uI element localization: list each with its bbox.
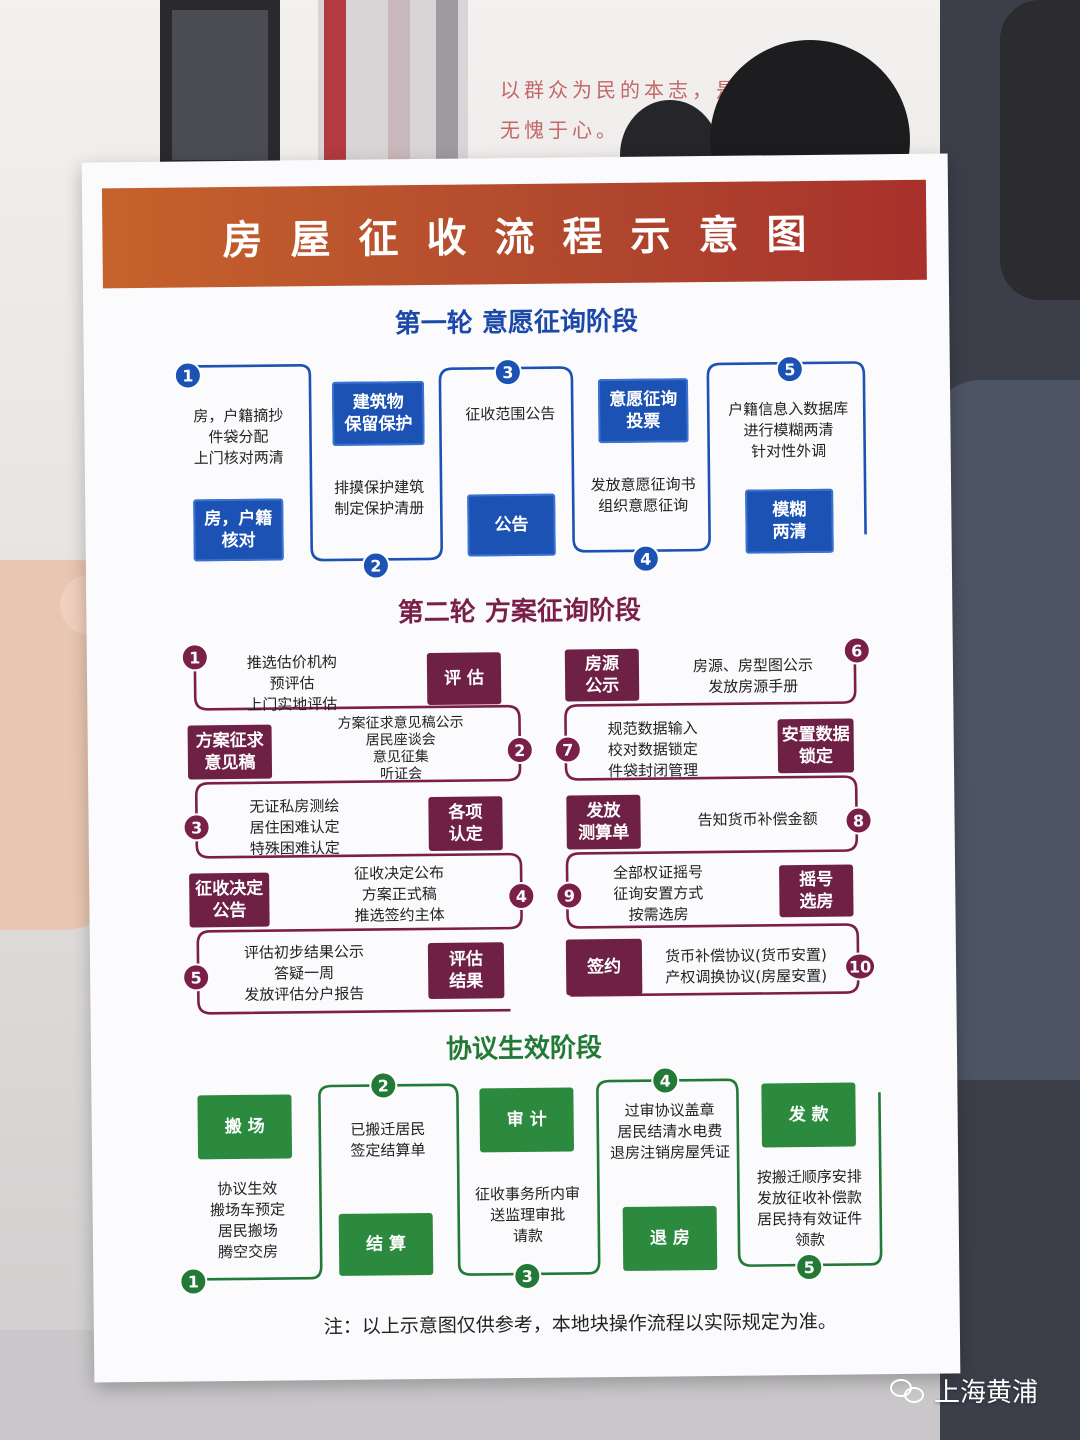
wechat-watermark: 上海黄浦 xyxy=(890,1372,1038,1409)
s2-step-2-number: 2 xyxy=(505,735,534,765)
s3-step-5-number: 5 xyxy=(795,1252,824,1282)
watermark-text: 上海黄浦 xyxy=(934,1378,1039,1408)
s2-step-8-text: 告知货币补偿金额 xyxy=(697,809,818,830)
s2-step-8-number: 8 xyxy=(844,806,873,835)
s2-step-6-number: 6 xyxy=(842,636,871,665)
section3-flow-line xyxy=(191,1078,883,1281)
s3-step-5-text: 按搬迁顺序安排 发放征收补偿款 居民持有效证件 领款 xyxy=(756,1167,863,1250)
s2-step-4-box: 征收决定 公告 xyxy=(189,872,270,928)
s3-step-4-text: 过审协议盖章 居民结清水电费 退房注销房屋凭证 xyxy=(609,1100,731,1163)
s2-step-10-text: 货币补偿协议(货币安置) 产权调换协议(房屋安置) xyxy=(665,945,828,987)
s3-step-1-box: 搬 场 xyxy=(197,1094,293,1160)
s1-step-4-box: 意愿征询 投票 xyxy=(597,378,689,444)
s2-step-9-box: 摇号 选房 xyxy=(779,864,854,918)
s3-step-2-box: 结 算 xyxy=(338,1212,434,1276)
s2-step-1-box: 评 估 xyxy=(426,652,502,705)
s2-step-3-box: 各项 认定 xyxy=(428,796,503,851)
s2-step-4-number: 4 xyxy=(507,881,536,911)
s3-step-2-text: 已搬迁居民 签定结算单 xyxy=(350,1120,426,1160)
s3-step-3-box: 审 计 xyxy=(479,1087,575,1153)
s2-step-8-box: 发放 测算单 xyxy=(566,794,641,850)
s3-step-3-text: 征收事务所内审 送监理审批 请款 xyxy=(474,1184,581,1246)
s2-step-4-text: 征收决定公布 方案正式稿 推选签约主体 xyxy=(353,863,445,925)
s2-step-2-box: 方案征求 意见稿 xyxy=(187,724,273,780)
s1-step-3-text: 征收范围公告 xyxy=(465,404,556,424)
s1-step-1-text: 房，户籍摘抄 件袋分配 上门核对两清 xyxy=(193,406,284,468)
s1-step-1-box: 房，户籍 核对 xyxy=(193,498,284,562)
s3-step-5-box: 发 款 xyxy=(761,1082,856,1148)
s2-step-1-number: 1 xyxy=(180,643,209,672)
section2-left-flow-line xyxy=(193,651,523,1015)
s3-step-4-box: 退 房 xyxy=(622,1205,718,1271)
s3-step-2-number: 2 xyxy=(369,1071,398,1100)
s1-step-2-number: 2 xyxy=(361,551,391,580)
wechat-icon xyxy=(890,1377,928,1405)
background-poster xyxy=(318,0,468,170)
footnote: 注：以上示意图仅供参考，本地块操作流程以实际规定为准。 xyxy=(323,1310,837,1339)
s3-step-4-number: 4 xyxy=(651,1066,680,1095)
s2-step-10-box: 签约 xyxy=(565,938,643,996)
s1-step-5-text: 户籍信息入数据库 进行模糊两清 针对性外调 xyxy=(728,399,849,461)
s2-step-5-box: 评估 结果 xyxy=(427,942,505,999)
s1-step-4-text: 发放意愿征询书 组织意愿征询 xyxy=(590,475,696,516)
s1-step-3-number: 3 xyxy=(493,357,522,387)
s2-step-3-number: 3 xyxy=(182,813,211,842)
s2-step-9-number: 9 xyxy=(555,881,584,910)
s1-step-4-number: 4 xyxy=(631,544,660,573)
s1-step-2-box: 建筑物 保留保护 xyxy=(331,380,425,446)
s2-step-1-text: 推选估价机构 预评估 上门实地评估 xyxy=(246,652,338,714)
s1-step-3-box: 公告 xyxy=(467,493,556,557)
s1-step-1-number: 1 xyxy=(173,361,203,390)
s2-step-6-text: 房源、房型图公示 发放房源手册 xyxy=(692,655,814,697)
s2-step-9-text: 全部权证摇号 征询安置方式 按需选房 xyxy=(612,863,704,924)
s2-step-6-box: 房源 公示 xyxy=(564,648,640,702)
s3-step-3-number: 3 xyxy=(513,1261,542,1291)
flow-connectors xyxy=(178,361,883,1281)
s2-step-2-text: 方案征求意见稿公示 居民座谈会 意见征集 听证会 xyxy=(337,714,464,783)
flowchart-flyer: 房屋征收流程示意图 第一轮 意愿征询阶段 第二轮 方案征询阶段 协议生效阶段 1… xyxy=(81,153,961,1383)
s2-step-5-text: 评估初步结果公示 答疑一周 发放评估分户报告 xyxy=(243,942,365,1004)
s2-step-7-text: 规范数据输入 校对数据锁定 件袋封闭管理 xyxy=(607,719,699,781)
s1-step-5-box: 模糊 两清 xyxy=(745,488,834,554)
section2-right-flow-line xyxy=(564,644,860,997)
section1-flow-line xyxy=(178,361,867,562)
s2-step-5-number: 5 xyxy=(182,963,211,992)
s3-step-1-text: 协议生效 搬场车预定 居民搬场 腾空交房 xyxy=(210,1179,286,1262)
background-doorway xyxy=(160,0,280,170)
s2-step-7-box: 安置数据 锁定 xyxy=(777,718,855,774)
s1-step-2-text: 排摸保护建筑 制定保护清册 xyxy=(333,478,425,518)
s3-step-1-number: 1 xyxy=(179,1267,208,1296)
s2-step-3-text: 无证私房测绘 居住困难认定 特殊困难认定 xyxy=(249,796,340,858)
background-hat xyxy=(1000,0,1080,300)
s2-step-7-number: 7 xyxy=(553,735,582,764)
s1-step-5-number: 5 xyxy=(775,355,804,384)
